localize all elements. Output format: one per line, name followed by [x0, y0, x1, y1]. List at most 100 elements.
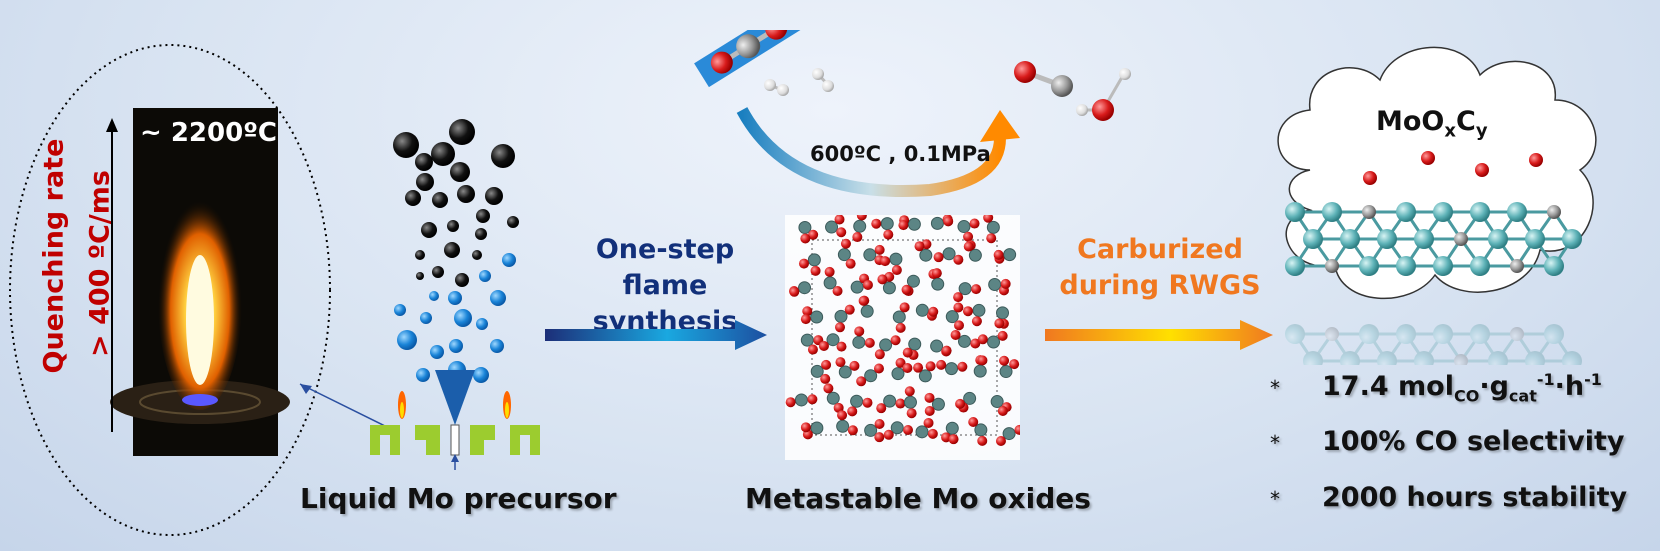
- mo-atom: [807, 253, 821, 267]
- oxygen-atom: [836, 227, 847, 238]
- carbon-atom: [1362, 205, 1376, 219]
- oxygen-atom: [856, 215, 867, 221]
- moox-cy-formula: MoOxCy: [1376, 106, 1488, 141]
- oxygen-atom: [858, 295, 869, 306]
- oxygen-atom: [1421, 151, 1435, 165]
- oxygen-atom: [931, 268, 942, 279]
- oxygen-atom: [953, 292, 964, 303]
- mo-atom: [837, 248, 851, 262]
- mo-atom: [880, 217, 894, 231]
- activity-sub-cat: cat: [1508, 386, 1537, 406]
- mo-atom: [1414, 229, 1434, 249]
- oxygen-atom: [845, 258, 856, 269]
- mo-atom: [825, 220, 839, 234]
- oxygen-atom: [906, 408, 917, 419]
- mo-atom: [1359, 324, 1379, 344]
- formula-y: y: [1475, 120, 1488, 142]
- oxygen-atom: [807, 394, 818, 405]
- synthesis-arrow: [545, 320, 767, 350]
- oxygen-atom: [1475, 163, 1489, 177]
- oxygen-atom: [820, 373, 831, 384]
- oxygen-atom: [891, 265, 902, 276]
- oxygen-atom: [847, 425, 858, 436]
- mo-atom: [1377, 351, 1397, 365]
- rwgs-reaction-arc: [694, 30, 1131, 197]
- oxygen-atom: [977, 334, 988, 345]
- co-molecule: [1014, 61, 1073, 97]
- oxygen-atom: [955, 398, 966, 409]
- mo-atom: [945, 362, 959, 376]
- oxygen-atom: [971, 316, 982, 327]
- oxygen-atom: [936, 359, 947, 370]
- mo-atom: [810, 364, 824, 378]
- selectivity-text: 100% CO selectivity: [1322, 426, 1625, 457]
- oxygen-atom: [913, 362, 924, 373]
- oxygen-atom: [950, 329, 961, 340]
- oxygen-atom: [923, 417, 934, 428]
- mo-atom: [930, 339, 944, 353]
- quenching-rate-value: > 400 ºC/ms: [84, 170, 116, 357]
- mo-atom: [1396, 324, 1416, 344]
- oxygen-atom: [835, 322, 846, 333]
- mo-atom: [987, 335, 1001, 349]
- mo-atom: [798, 220, 812, 234]
- mo-atom: [1340, 351, 1360, 365]
- carbon-atom: [1510, 327, 1524, 341]
- performance-stability: *2000 hours stability: [1270, 482, 1627, 513]
- oxygen-atom: [969, 218, 980, 229]
- oxygen-atom: [941, 345, 952, 356]
- oxygen-atom: [810, 265, 821, 276]
- mo-atom: [1303, 229, 1323, 249]
- mo-atom: [1544, 324, 1564, 344]
- stability-text: 2000 hours stability: [1322, 482, 1628, 513]
- oxygen-atom: [914, 241, 925, 252]
- mo-atom: [1396, 256, 1416, 276]
- formula-moo: MoO: [1376, 106, 1445, 137]
- oxygen-atom: [963, 241, 974, 252]
- mo-atom: [850, 394, 864, 408]
- mo-atom: [823, 276, 837, 290]
- oxygen-atom: [856, 376, 867, 387]
- moox-cy-cloud: [1277, 46, 1597, 365]
- oxygen-atom: [943, 216, 954, 227]
- nozzle: [370, 370, 540, 470]
- reaction-conditions: 600ºC , 0.1MPa: [810, 142, 991, 166]
- oxygen-atom: [1529, 153, 1543, 167]
- mo-atom: [973, 364, 987, 378]
- oxygen-atom: [852, 232, 863, 243]
- oxygen-atom: [818, 340, 829, 351]
- mo-atom: [974, 423, 988, 437]
- mo-atom: [919, 248, 933, 262]
- mo-atom: [908, 337, 922, 351]
- blue-droplets: [394, 253, 516, 383]
- oxygen-atom: [837, 410, 848, 421]
- mo-atom: [1303, 351, 1323, 365]
- oxygen-atom: [800, 233, 811, 244]
- bullet-star: *: [1270, 376, 1280, 400]
- carbon-atom: [1547, 205, 1561, 219]
- oxygen-atom: [977, 435, 988, 446]
- h2-molecule-1: [764, 79, 789, 96]
- black-droplets: [393, 119, 519, 287]
- flame-temperature: ~ 2200ºC: [140, 118, 277, 148]
- mo-atom: [850, 280, 864, 294]
- mo-cluster-atoms: [1285, 151, 1582, 276]
- mo-atom: [945, 310, 959, 324]
- oxygen-atom: [928, 306, 939, 317]
- oxygen-atom: [995, 435, 1006, 446]
- oxygen-atom: [836, 341, 847, 352]
- oxygen-atom: [963, 231, 974, 242]
- oxygen-atom: [844, 304, 855, 315]
- oxygen-atom: [968, 417, 979, 428]
- mo-atom: [907, 217, 921, 231]
- mo-atom: [915, 303, 929, 317]
- mo-atom: [1002, 427, 1016, 441]
- oxygen-atom: [823, 383, 834, 394]
- activity-g: ·g: [1479, 371, 1509, 402]
- mo-atom: [853, 219, 867, 233]
- mo-atom: [1562, 351, 1582, 365]
- oxygen-atom: [798, 258, 809, 269]
- mo-atom: [864, 423, 878, 437]
- mo-atom: [1470, 324, 1490, 344]
- mo-atom: [892, 310, 906, 324]
